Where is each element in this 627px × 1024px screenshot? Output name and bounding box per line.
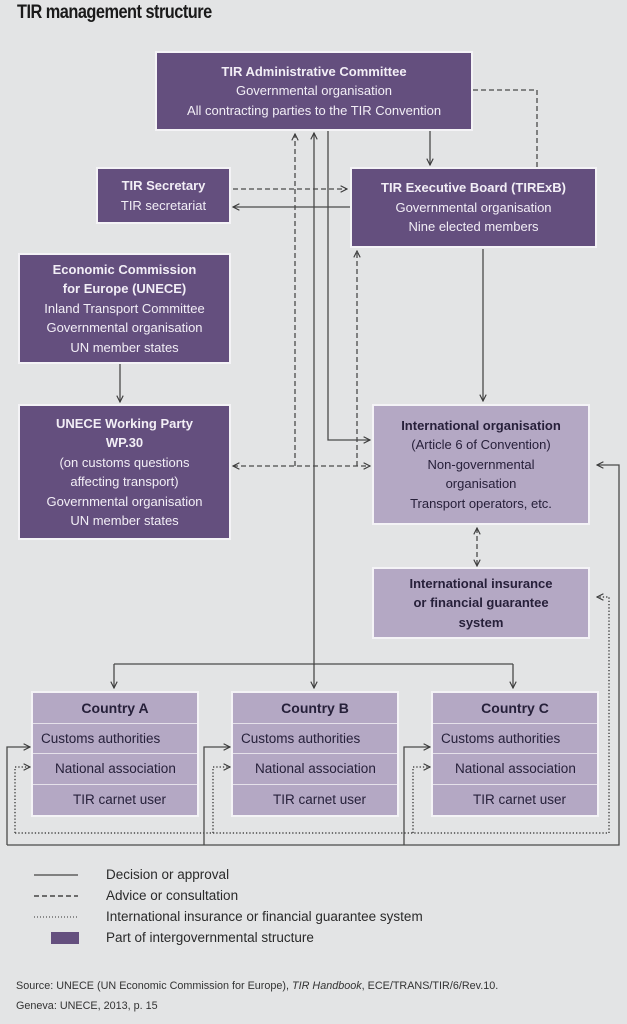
node-country-c: Country C Customs authorities National a… (431, 691, 599, 817)
legend-label: Advice or consultation (106, 888, 239, 903)
legend-item-swatch: Part of intergovernmental structure (34, 927, 423, 948)
node-heading: International organisation (401, 417, 561, 433)
legend-item-solid: Decision or approval (34, 864, 423, 885)
edge-loop-bottom (7, 465, 620, 846)
source-title: TIR Handbook (292, 980, 362, 992)
node-line: affecting transport) (70, 474, 179, 489)
country-row-national-association: National association (233, 754, 397, 785)
node-country-b: Country B Customs authorities National a… (231, 691, 399, 817)
dotted-line-icon (34, 915, 90, 919)
country-row-carnet-user: TIR carnet user (473, 792, 567, 808)
swatch-icon (34, 931, 90, 945)
node-unece: Economic Commission for Europe (UNECE) I… (18, 253, 231, 364)
node-insurance: International insurance or financial gua… (372, 567, 590, 639)
source-note: Source: UNECE (UN Economic Commission fo… (16, 977, 498, 1016)
node-heading: system (458, 614, 504, 630)
solid-line-icon (34, 873, 90, 877)
country-row-customs: Customs authorities (233, 724, 397, 754)
country-row-carnet-user: TIR carnet user (73, 792, 167, 808)
node-line: TIR secretariat (120, 197, 207, 213)
legend: Decision or approval Advice or consultat… (34, 864, 423, 948)
source-line2: Geneva: UNECE, 2013, p. 15 (16, 999, 158, 1012)
country-name: Country B (233, 693, 397, 724)
node-line: Inland Transport Committee (44, 300, 205, 316)
node-heading: International insurance (409, 575, 553, 591)
edge-guarantee-a (14, 767, 30, 833)
legend-label: Decision or approval (106, 867, 230, 882)
legend-label: International insurance or financial gua… (106, 909, 423, 924)
node-line: (Article 6 of Convention) (411, 437, 551, 453)
node-admin-committee: TIR Administrative Committee Governmenta… (155, 51, 473, 131)
dashed-line-icon (34, 894, 90, 898)
node-line: All contracting parties to the TIR Conve… (186, 102, 442, 118)
country-name: Country C (433, 693, 597, 724)
node-country-a: Country A Customs authorities National a… (31, 691, 199, 817)
node-line: (on customs questions (59, 454, 190, 470)
node-heading: or financial guarantee (413, 595, 549, 611)
node-heading: for Europe (UNECE) (62, 281, 187, 297)
edge-loop-b (203, 747, 230, 845)
node-line: UN member states (70, 339, 179, 355)
node-line: Governmental organisation (46, 493, 203, 509)
node-heading: TIR Administrative Committee (221, 63, 407, 79)
edge-guarantee-c (412, 767, 430, 833)
source-suffix: , ECE/TRANS/TIR/6/Rev.10. (361, 980, 499, 992)
legend-label: Part of intergovernmental structure (106, 930, 314, 945)
node-intl-org: International organisation (Article 6 of… (372, 404, 590, 525)
node-heading: Economic Commission (52, 261, 197, 277)
country-row-customs: Customs authorities (433, 724, 597, 754)
source-prefix: Source: UNECE (UN Economic Commission fo… (16, 980, 293, 992)
node-secretary: TIR Secretary TIR secretariat (96, 167, 231, 224)
node-executive-board: TIR Executive Board (TIRExB) Governmenta… (350, 167, 597, 248)
country-row-national-association: National association (433, 754, 597, 785)
country-row-national-association: National association (33, 754, 197, 785)
country-name: Country A (33, 693, 197, 724)
country-row-customs: Customs authorities (33, 724, 197, 754)
node-line: Non-governmental (427, 456, 535, 472)
node-line: Nine elected members (408, 219, 539, 235)
node-wp30: UNECE Working Party WP.30 (on customs qu… (18, 404, 231, 540)
country-row-carnet-user: TIR carnet user (273, 792, 367, 808)
node-heading: TIR Executive Board (TIRExB) (381, 180, 566, 196)
node-line: UN member states (70, 513, 179, 528)
node-line: Governmental organisation (235, 83, 393, 99)
node-line: Governmental organisation (46, 320, 203, 336)
node-heading: TIR Secretary (121, 178, 206, 193)
node-line: Governmental organisation (395, 199, 552, 215)
legend-item-dashed: Advice or consultation (34, 885, 423, 906)
edge-loop-a (6, 747, 30, 845)
edge-guarantee-loop (15, 597, 610, 834)
node-line: organisation (445, 476, 517, 492)
edge-loop-c (403, 747, 430, 845)
edge-guarantee-b (212, 767, 230, 833)
node-heading: WP.30 (105, 435, 144, 450)
node-heading: UNECE Working Party (55, 415, 193, 431)
diagram-title: TIR management structure (17, 2, 212, 23)
edge-admin-to-intlorg (327, 131, 370, 440)
legend-item-dotted: International insurance or financial gua… (34, 906, 423, 927)
node-line: Transport operators, etc. (410, 495, 552, 511)
